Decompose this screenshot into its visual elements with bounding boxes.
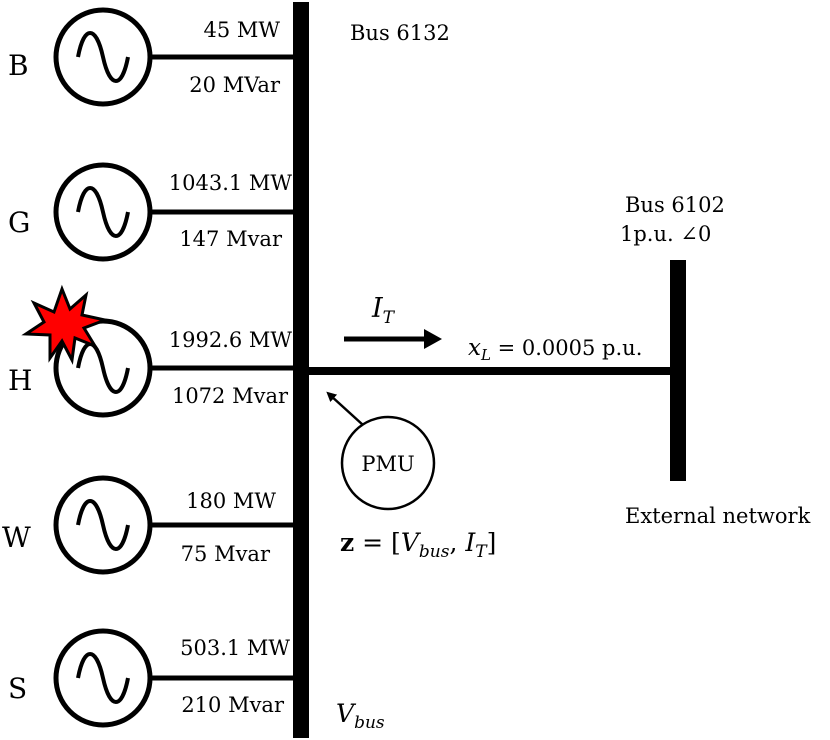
generator-w-reactive-power: 75 Mvar [181, 542, 271, 566]
generator-s-active-power: 503.1 MW [180, 636, 290, 660]
generator-w-active-power: 180 MW [186, 489, 276, 513]
generator-s-reactive-power: 210 Mvar [181, 693, 285, 717]
generator-h-active-power: 1992.6 MW [169, 328, 293, 352]
pmu-symbol [340, 415, 436, 511]
sine-wave-icon [76, 342, 130, 394]
pmu-label: PMU [361, 452, 414, 476]
sine-wave-icon [76, 186, 130, 238]
current-arrow-head [424, 329, 442, 349]
external-bus-label: Bus 6102 [625, 193, 725, 217]
generator-g: G 1043.1 MW 147 Mvar [8, 162, 295, 262]
main-bus-label: Bus 6132 [350, 21, 450, 45]
bus-voltage-label: Vbus [336, 699, 385, 733]
fault-star-icon [21, 284, 111, 365]
generator-b-reactive-power: 20 MVar [189, 73, 281, 97]
generator-w-letter: W [2, 521, 31, 554]
generator-b: B 45 MW 20 MVar [8, 7, 295, 107]
sine-wave-icon [76, 652, 130, 704]
external-bus-bar [670, 260, 686, 481]
generator-b-letter: B [8, 49, 29, 82]
generator-h-reactive-power: 1072 Mvar [172, 384, 289, 408]
generator-w: W 180 MW 75 Mvar [2, 475, 295, 575]
external-network-label: External network [625, 504, 811, 528]
sine-wave-icon [76, 31, 130, 83]
generator-g-active-power: 1043.1 MW [169, 171, 293, 195]
generator-g-reactive-power: 147 Mvar [179, 227, 283, 251]
line-reactance-label: xL = 0.0005 p.u. [468, 335, 642, 364]
pmu-pointer-arrow [326, 391, 364, 426]
generator-b-active-power: 45 MW [204, 18, 281, 42]
generator-s: S 503.1 MW 210 Mvar [8, 628, 295, 728]
external-bus-voltage: 1p.u. ∠0 [620, 222, 711, 246]
generator-h-letter: H [8, 364, 32, 397]
generator-s-letter: S [8, 672, 27, 705]
generator-g-letter: G [8, 206, 30, 239]
current-label: IT [371, 293, 396, 328]
measurement-vector-label: z = [Vbus, IT] [340, 528, 496, 562]
generator-h: H 1992.6 MW 1072 Mvar [8, 284, 295, 418]
sine-wave-icon [76, 499, 130, 551]
